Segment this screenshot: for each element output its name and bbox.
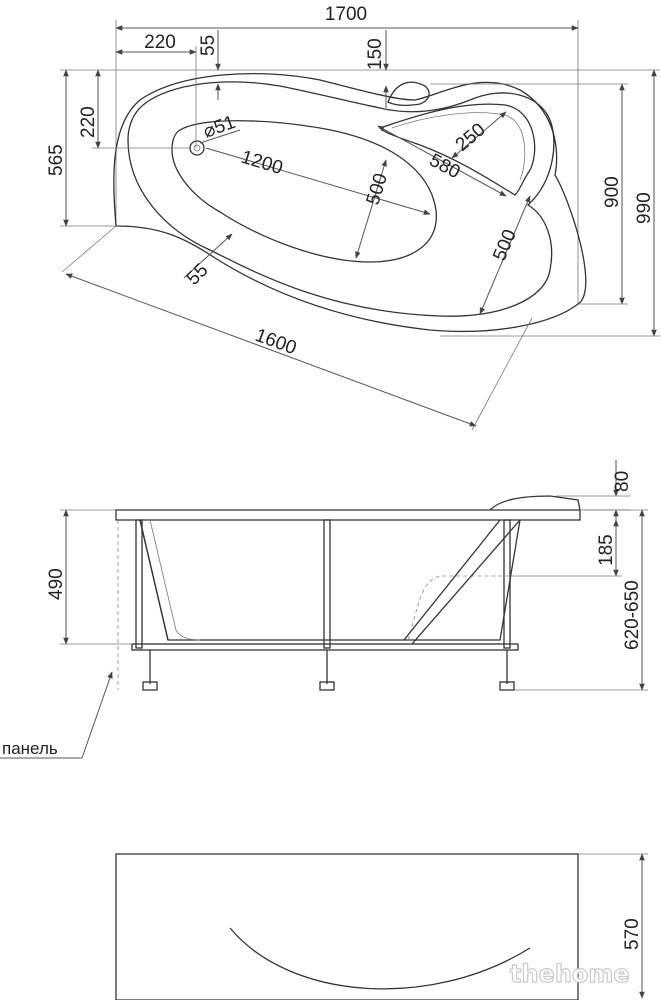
dim-185: 185 — [596, 534, 617, 566]
dim-570: 570 — [622, 918, 643, 950]
dim-line-580 — [377, 125, 507, 197]
dim-565: 565 — [46, 144, 67, 176]
top-view-frame — [115, 69, 579, 304]
dim-55-top: 55 — [198, 35, 219, 56]
side-headrest — [489, 495, 581, 511]
dim-1700: 1700 — [325, 4, 367, 25]
dim-900: 900 — [602, 176, 623, 208]
front-panel-outline — [115, 853, 579, 1000]
dim-leader-51 — [199, 129, 241, 144]
dim-250: 250 — [452, 119, 490, 155]
dim-1600: 1600 — [252, 325, 299, 359]
side-rim — [115, 509, 581, 521]
dim-80: 80 — [612, 471, 633, 492]
dim-220-left: 220 — [78, 106, 99, 138]
panel-label: панель — [2, 739, 58, 758]
foot-right — [499, 681, 515, 691]
dim-500-front: 500 — [489, 227, 521, 264]
bath-inner-basin — [171, 120, 437, 263]
drain-circle — [189, 140, 205, 156]
foot-middle — [319, 681, 335, 691]
dim-1200: 1200 — [239, 147, 286, 179]
headrest-shape — [387, 81, 430, 106]
dim-620-650: 620-650 — [622, 580, 643, 650]
dim-line-250 — [451, 111, 507, 159]
dim-line-1200 — [205, 147, 431, 215]
bath-outer-outline — [113, 72, 587, 333]
front-view: 570 — [115, 853, 648, 1000]
dim-drain-51: ⌀51 — [201, 112, 239, 143]
dim-490: 490 — [46, 568, 67, 600]
side-tub-inner — [149, 519, 201, 641]
dim-line-500-front — [479, 195, 531, 315]
dim-220-top: 220 — [144, 32, 176, 53]
foot-left — [142, 681, 158, 691]
watermark: thehome — [510, 960, 630, 988]
dim-55-bottom: 55 — [183, 260, 213, 290]
front-panel-curve — [229, 927, 531, 990]
dim-line-1600 — [65, 273, 477, 427]
side-seat-hidden — [407, 575, 510, 641]
dim-990: 990 — [634, 192, 655, 224]
panel-leader — [81, 671, 113, 759]
top-view: 1700 220 55 150 220 565 900 990 ⌀51 1200… — [46, 4, 660, 431]
dim-line-55-bottom — [183, 233, 233, 279]
side-view: 490 80 185 620-650 панель — [0, 460, 648, 759]
dim-150: 150 — [365, 38, 386, 70]
support-frame — [131, 519, 521, 691]
drain-center — [193, 144, 201, 152]
